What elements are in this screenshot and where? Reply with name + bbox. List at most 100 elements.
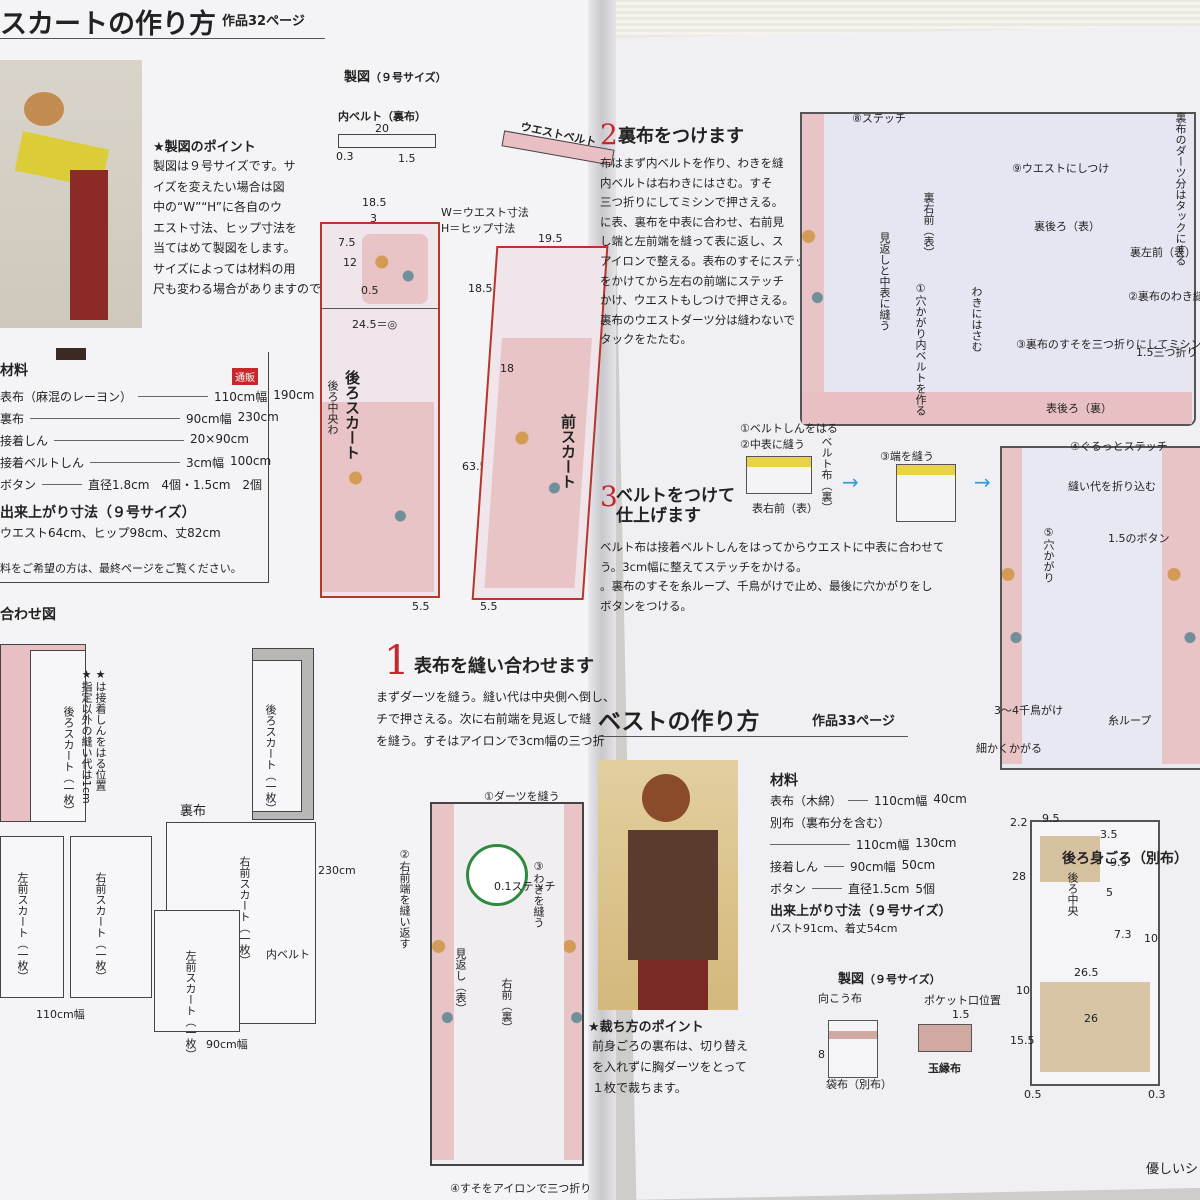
dim-label: 5 [1106,886,1113,899]
finished-heading: 出来上がり寸法（９号サイズ） [0,505,196,521]
layout-label: 右前スカート（一枚） [94,872,107,982]
dim-label: 3.5 [1100,828,1118,841]
pocket-label: 向こう布 [818,992,862,1005]
step2-label: 裏右前（表） [922,192,935,258]
layout-label: 右前スカート（一枚） [238,856,251,966]
step3-label: ベルト布（裏） [820,436,833,513]
layout-note: ★指定以外の縫い代は1cm [80,668,93,804]
cut-heading: ★裁ち方のポイント [588,1020,704,1035]
step3-label: ②中表に縫う [740,438,805,451]
step1-label: ②右前端を縫い返す [398,848,411,949]
draft-heading: 製図（９号サイズ） [344,70,447,85]
vest-title-underline [598,736,908,737]
materials-heading: 材料 [0,363,28,379]
layout-label: 左前スカート（一枚） [184,950,197,1060]
dim-label: 10 [1016,984,1030,997]
dim-label: 1.5 [398,152,416,165]
step3-diagram [1000,446,1200,770]
dim-label: 10 [1144,932,1158,945]
layout-width: 90cm幅 [206,1038,248,1051]
layout-back-skirt [30,650,86,822]
vest-title: ベストの作り方 [598,709,760,735]
points-text: 製図は９号サイズです。サ イズを変えたい場合は図 中の“W”“H”に各自のウ エ… [153,159,370,296]
dim-label: 20 [375,122,389,135]
dim-label: 18.5 [468,282,493,295]
arrow-icon: → [974,470,991,494]
dim-label: 19.5 [538,232,563,245]
vest-work-ref: 作品33ページ [812,714,895,729]
step2-label: 見返しと中表に縫う [878,232,891,331]
step2-label: 1.5三つ折り [1136,346,1198,359]
layout-lining-left [154,910,240,1032]
vest-material-row: 別布（裏布分を含む） [770,816,891,830]
back-skirt-pattern [320,222,440,598]
pocket-label: 玉縁布 [928,1062,961,1075]
step1-diagram [430,802,584,1166]
legend-h: H＝ヒップ寸法 [441,222,516,235]
step3-label: ③端を縫う [880,450,934,463]
layout-heading: 合わせ図 [0,607,56,623]
step3-label: ④ぐるっとステッチ [1070,440,1168,453]
step3-title: ベルトをつけて仕上げます [616,486,735,526]
step3-label: 縫い代を折り込む [1068,480,1156,493]
layout-lining-back-inner [252,660,302,812]
dim-label: 26 [1084,1012,1098,1025]
inner-belt-label: 内ベルト（裏布） [338,110,426,123]
vest-finished-text: バスト91cm、着丈54cm [770,922,898,935]
dim-label: 0.3 [1148,1088,1166,1101]
dim-label: 0.5 [361,284,379,297]
step3-label: 表右前（表） [752,502,818,515]
step3-label: 細かくかがる [976,742,1042,755]
pocket-label: 袋布（別布） [826,1078,892,1091]
welt-piece [918,1024,972,1052]
back-center-label: 後ろ中央わ [326,380,339,435]
step1-text: まずダーツを縫う。縫い代は中央側へ倒し、 チで押さえる。次に右前端を見返しで縫 … [376,690,616,748]
back-skirt-label: 後ろスカート [343,370,361,460]
skirt-photo [0,60,142,360]
step2-label: ②裏布のわき縫い [1128,290,1200,303]
step3-label: ①ベルトしんをはる [740,422,838,435]
dim-label: 15.5 [1010,1034,1035,1047]
step1-title: 表布を縫い合わせます [414,656,594,677]
step2-text: 布はまず内ベルトを作り、わきを縫 内ベルトは右わきにはさむ。すそ 三つ折りにして… [600,156,818,347]
step2-label: ①穴かがり内ベルトを作る [914,282,927,416]
layout-label: 後ろスカート（一枚） [264,704,277,814]
dim-label: 2.2 [1010,816,1028,829]
step2-label: ③裏布のすそを三つ折りにしてミシン [1016,338,1200,351]
layout-label: 後ろスカート（一枚） [62,706,75,816]
inner-belt-layout: 内ベルト [266,948,310,961]
step2-label: 裏後ろ（表） [1034,220,1100,233]
layout-length: 230cm [318,864,356,877]
dim-label: 24.5＝◎ [352,318,398,331]
lining-label: 裏布 [180,804,207,819]
dim-label: 7.5 [338,236,356,249]
dim-label: 8 [818,1048,825,1061]
vest-draft-heading: 製図（９号サイズ） [838,972,941,987]
vest-photo [598,760,738,1010]
dim-label: 7.3 [1114,928,1132,941]
dim-label: 0.5 [1024,1088,1042,1101]
layout-right-front [70,836,152,998]
dim-label: 12 [343,256,357,269]
dim-label: 26.5 [1074,966,1099,979]
step2-label: わきにはさむ [970,286,983,352]
step2-label: 表後ろ（裏） [1046,402,1112,415]
belt-end-diagram [896,464,956,522]
legend-w: W＝ウエスト寸法 [441,206,529,219]
dim-label: 3 [370,212,377,225]
step3-label: 3〜4千鳥がけ [994,704,1063,717]
step2-label: ⑧ステッチ [852,112,906,125]
vest-materials-heading: 材料 [770,773,798,789]
layout-label: 左前スカート（一枚） [16,872,29,982]
layout-left-front [0,836,64,998]
dim-label: 1.5 [952,1008,970,1021]
layout-note: ★は接着しんをはる位置 [94,668,107,791]
step1-label: ④すそをアイロンで三つ折り [450,1182,592,1195]
pocket-piece [828,1020,878,1078]
skirt-title: スカートの作り方 [0,9,216,40]
